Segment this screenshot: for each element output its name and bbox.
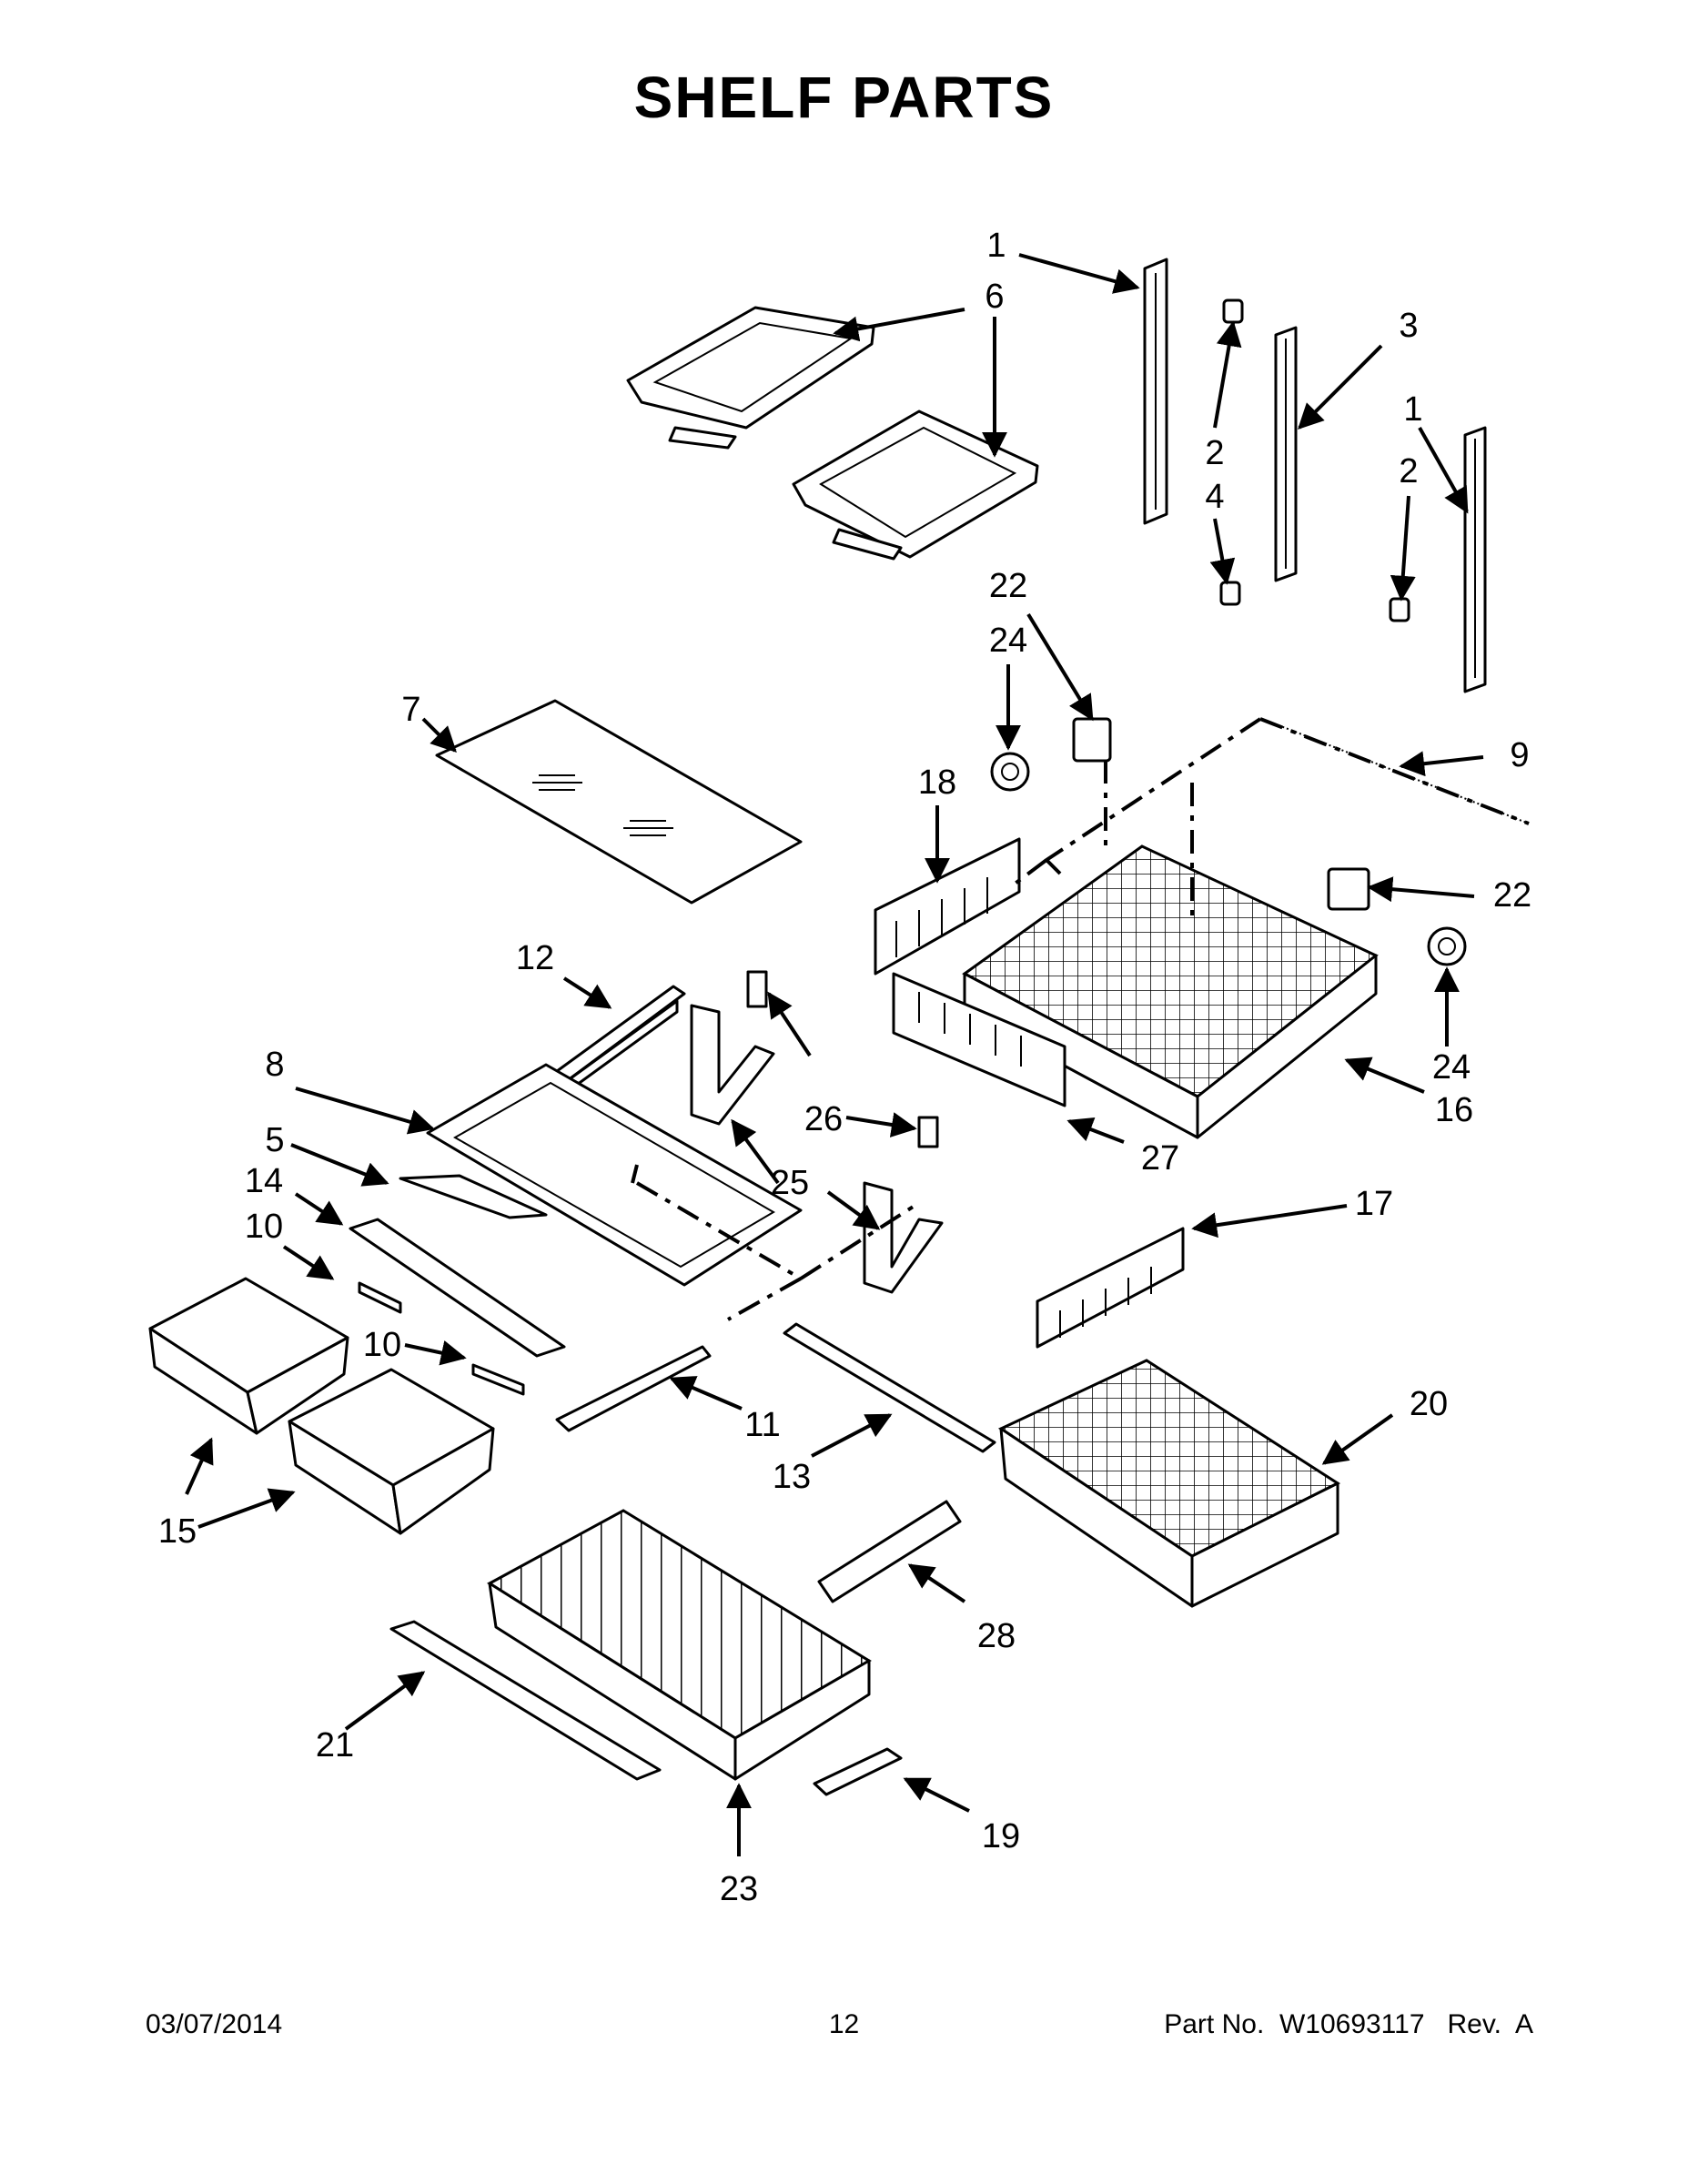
- callout-27: 27: [1141, 1139, 1179, 1178]
- part-28-handle: [817, 1500, 962, 1603]
- callout-2: 2: [1205, 434, 1224, 472]
- part-19-bracket: [813, 1747, 903, 1796]
- part-2-screw-a: [1222, 298, 1244, 324]
- part-15-crisper-left: [148, 1277, 349, 1435]
- callout-17: 17: [1355, 1185, 1393, 1223]
- callout-19: 19: [982, 1817, 1020, 1855]
- callout-10: 10: [245, 1208, 283, 1246]
- footer-part-number: Part No. W10693117 Rev. A: [1164, 2009, 1533, 2039]
- callout-20: 20: [1410, 1385, 1448, 1423]
- callout-25: 25: [771, 1164, 809, 1202]
- callout-labels: 1 6 3 1 2 4 2 22 24 7 9 18 22 12 24 26 1…: [158, 227, 1531, 1908]
- footer-page-number: 12: [828, 2009, 860, 2039]
- part-15-crisper-right: [288, 1368, 495, 1535]
- callout-1: 1: [986, 227, 1006, 265]
- footer-date: 03/07/2014: [146, 2009, 283, 2039]
- callout-10: 10: [363, 1326, 401, 1364]
- part-22-bracket-upper: [1072, 717, 1112, 763]
- part-2-screw-b: [1389, 597, 1410, 622]
- part-3-rail: [1274, 326, 1298, 582]
- part-25-support-lower: [863, 1181, 944, 1294]
- part-14-trim-bar: [349, 1218, 566, 1358]
- callout-9: 9: [1510, 736, 1529, 774]
- callout-5: 5: [265, 1121, 284, 1159]
- callout-6: 6: [985, 278, 1004, 316]
- part-24-gear-upper: [990, 752, 1030, 792]
- assembly-line-lower: [631, 1164, 916, 1321]
- part-6-shelf-lower: [792, 410, 1039, 561]
- callout-2: 2: [1399, 452, 1418, 490]
- callout-18: 18: [918, 763, 956, 802]
- part-8-shelf-frame: [426, 1063, 803, 1287]
- part-16-wire-basket: [962, 844, 1379, 1139]
- page-title: SHELF PARTS: [633, 65, 1055, 130]
- part-6-shelf-upper: [626, 306, 875, 450]
- callout-16: 16: [1435, 1091, 1473, 1129]
- callout-3: 3: [1399, 307, 1418, 345]
- part-17-divider: [1036, 1227, 1185, 1349]
- part-1-rail-left: [1143, 258, 1168, 525]
- callout-4: 4: [1205, 478, 1224, 516]
- callout-23: 23: [720, 1870, 758, 1908]
- part-5-trim: [399, 1174, 548, 1219]
- part-10-bracket-lower: [471, 1363, 525, 1396]
- callout-1: 1: [1403, 390, 1422, 429]
- part-25-support-upper: [690, 1004, 775, 1126]
- callout-26: 26: [804, 1100, 843, 1138]
- callout-22: 22: [1493, 876, 1531, 915]
- leader-lines: [185, 253, 1484, 1856]
- callout-21: 21: [316, 1726, 354, 1764]
- part-11-slide-bar: [555, 1345, 712, 1432]
- part-26-clip-upper: [746, 970, 768, 1008]
- callout-15: 15: [158, 1512, 197, 1551]
- callout-13: 13: [773, 1458, 811, 1496]
- part-13-rod: [783, 1322, 996, 1453]
- callout-28: 28: [977, 1617, 1016, 1655]
- callout-22: 22: [989, 567, 1027, 605]
- part-27-divider: [892, 972, 1066, 1107]
- callout-11: 11: [744, 1406, 780, 1444]
- part-26-clip-lower: [917, 1116, 939, 1148]
- callout-24: 24: [989, 622, 1027, 660]
- part-18-divider: [874, 837, 1021, 976]
- part-21-trim: [389, 1620, 662, 1781]
- part-23-freezer-pan: [487, 1509, 872, 1781]
- part-7-glass-panel: [435, 699, 803, 905]
- callout-24: 24: [1432, 1048, 1471, 1087]
- callout-7: 7: [401, 691, 420, 729]
- part-4-screw: [1219, 581, 1241, 606]
- part-24-gear-lower: [1427, 926, 1467, 966]
- callout-8: 8: [265, 1046, 284, 1084]
- part-22-bracket-lower: [1327, 867, 1370, 911]
- part-1-rail-right: [1463, 426, 1487, 693]
- part-10-bracket-upper: [358, 1281, 402, 1314]
- part-20-wire-basket: [997, 1359, 1341, 1608]
- callout-14: 14: [245, 1162, 283, 1200]
- callout-12: 12: [516, 939, 554, 977]
- assembly-line-upper: [1008, 717, 1530, 919]
